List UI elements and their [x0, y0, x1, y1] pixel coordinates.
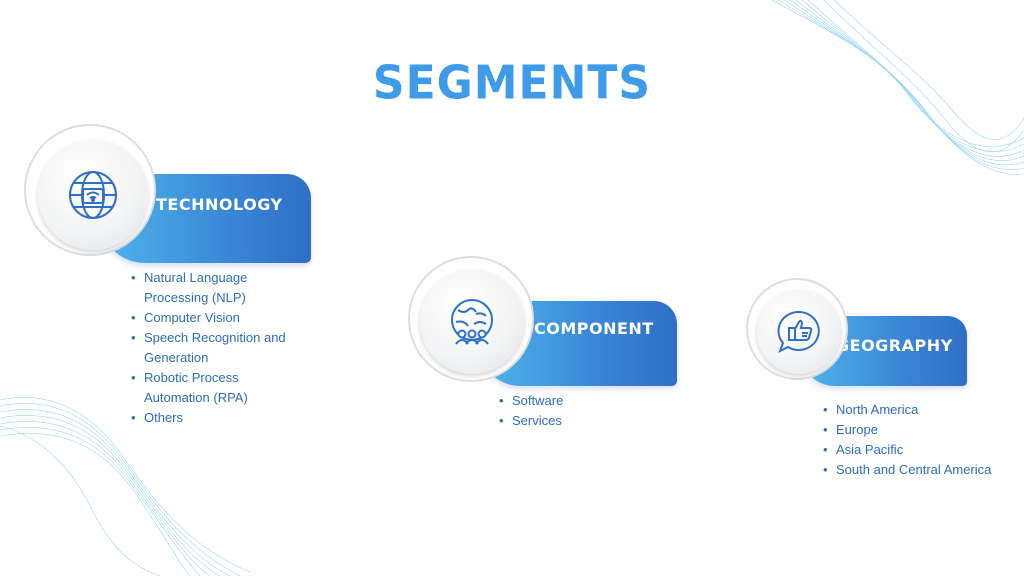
icon-circle [420, 270, 524, 374]
hand-speech-bubble-icon [777, 310, 820, 354]
globe-network-icon [69, 171, 117, 219]
list-item: Robotic Process Automation (RPA) [131, 368, 306, 408]
icon-circle [38, 140, 148, 250]
segment-label: COMPONENT [534, 319, 654, 338]
segment-list: Natural Language Processing (NLP) Comput… [131, 268, 306, 428]
list-item: Speech Recognition and Generation [131, 328, 306, 368]
list-item: Natural Language Processing (NLP) [131, 268, 306, 308]
segment-label: TECHNOLOGY [156, 195, 283, 214]
list-item: North America [823, 400, 1013, 420]
global-users-icon [451, 299, 493, 345]
list-item: Software [499, 391, 659, 411]
list-item: Computer Vision [131, 308, 306, 328]
segment-list: North America Europe Asia Pacific South … [823, 400, 1013, 480]
list-item: South and Central America [823, 460, 1013, 480]
page-title: SEGMENTS [372, 56, 652, 111]
segment-list: Software Services [499, 391, 659, 431]
list-item: Asia Pacific [823, 440, 1013, 460]
list-item: Services [499, 411, 659, 431]
icon-circle [757, 290, 841, 374]
list-item: Europe [823, 420, 1013, 440]
list-item: Others [131, 408, 306, 428]
segment-label: GEOGRAPHY [836, 336, 953, 355]
